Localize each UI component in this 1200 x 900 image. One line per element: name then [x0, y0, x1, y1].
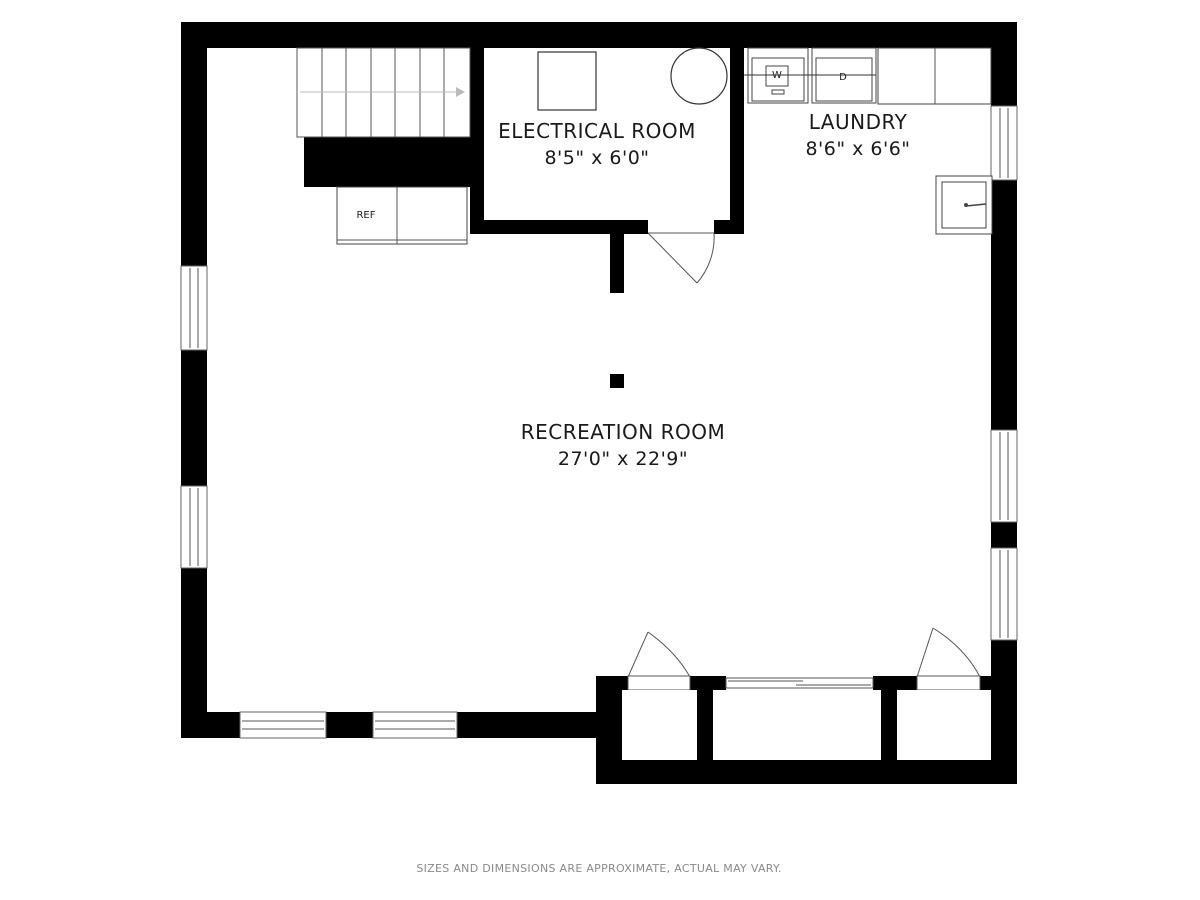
- electrical-panel: [537, 51, 597, 111]
- disclaimer-text: SIZES AND DIMENSIONS ARE APPROXIMATE, AC…: [416, 862, 781, 875]
- room-labels: ELECTRICAL ROOM 8'5" x 6'0" LAUNDRY 8'6"…: [498, 110, 910, 470]
- column-post: [610, 374, 624, 388]
- alcove-cells: [622, 690, 991, 760]
- electrical-room-dimensions: 8'5" x 6'0": [544, 147, 649, 169]
- interior-walls: [304, 42, 744, 388]
- doors: [627, 232, 981, 691]
- electrical-room-door: [647, 232, 715, 284]
- recreation-room-dimensions: 27'0" x 22'9": [558, 448, 688, 470]
- window-right-lower: [990, 547, 1018, 641]
- refrigerator: REF: [336, 186, 468, 245]
- dryer-label: D: [839, 72, 847, 83]
- window-bottom-left: [239, 711, 327, 739]
- window-bottom-mid: [372, 711, 458, 739]
- window-right-mid: [990, 429, 1018, 523]
- stair-arrow-icon: [456, 87, 465, 97]
- electrical-room-name: ELECTRICAL ROOM: [498, 119, 696, 143]
- alcove-door-left: [627, 631, 691, 691]
- refrigerator-label: REF: [356, 210, 375, 221]
- utility-sink: [935, 175, 993, 235]
- recreation-room-name: RECREATION ROOM: [521, 420, 725, 444]
- window-left-upper: [180, 265, 208, 351]
- alcove-door-right: [916, 627, 981, 691]
- staircase: [296, 47, 471, 138]
- laundry-room-name: LAUNDRY: [809, 110, 908, 134]
- windows: [180, 105, 1018, 739]
- laundry-room-dimensions: 8'6" x 6'6": [805, 138, 910, 160]
- sliding-door: [725, 677, 874, 689]
- window-left-lower: [180, 485, 208, 569]
- window-right-top: [990, 105, 1018, 181]
- laundry-fixtures: W D: [744, 47, 993, 235]
- water-heater: [670, 47, 728, 105]
- electrical-fixtures: [537, 47, 728, 111]
